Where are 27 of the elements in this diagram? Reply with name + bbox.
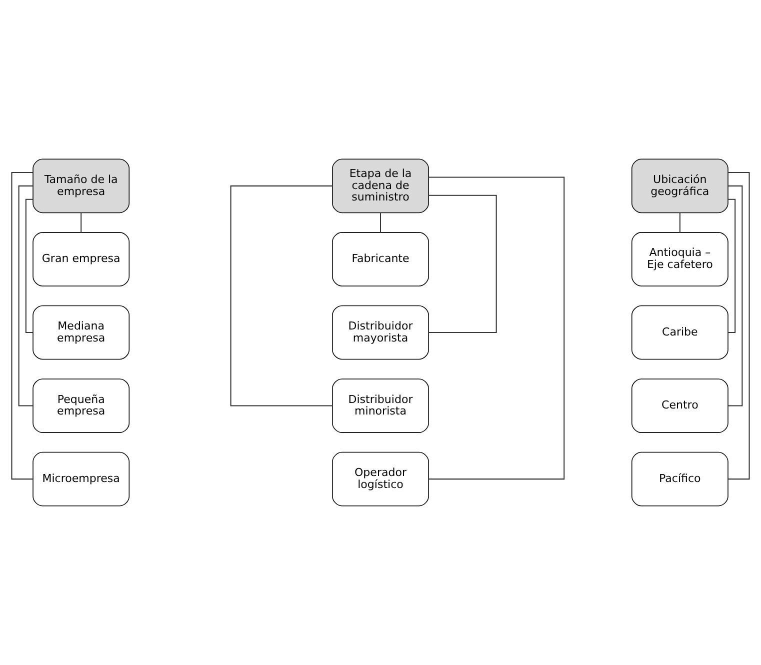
connector — [380, 212, 382, 232]
node-box: Gran empresa — [32, 232, 130, 286]
connector — [80, 212, 82, 232]
node-box: Operador logístico — [332, 452, 429, 506]
connector — [428, 176, 565, 480]
node-box: Centro — [631, 378, 728, 433]
connector — [18, 185, 33, 406]
node-box: Pacífico — [631, 452, 728, 506]
node-box: Mediana empresa — [32, 305, 130, 360]
node-box: Caribe — [631, 305, 728, 360]
connector — [11, 172, 33, 480]
connector — [428, 194, 497, 334]
connector — [230, 185, 332, 406]
connector — [728, 172, 750, 480]
node-box: Distribuidor mayorista — [332, 305, 429, 360]
connector — [679, 212, 680, 232]
node-box: Etapa de la cadena de suministro — [332, 158, 429, 214]
node-box: Fabricante — [332, 232, 429, 286]
node-box: Microempresa — [32, 452, 130, 506]
node-box: Distribuidor minorista — [332, 378, 429, 433]
node-box: Antioquia – Eje cafetero — [631, 232, 728, 286]
node-box: Tamaño de la empresa — [32, 158, 130, 214]
node-box: Pequeña empresa — [32, 378, 130, 433]
node-box: Ubicación geográfica — [631, 158, 728, 214]
connector — [25, 198, 33, 334]
connector — [728, 185, 743, 406]
connector — [728, 198, 736, 334]
